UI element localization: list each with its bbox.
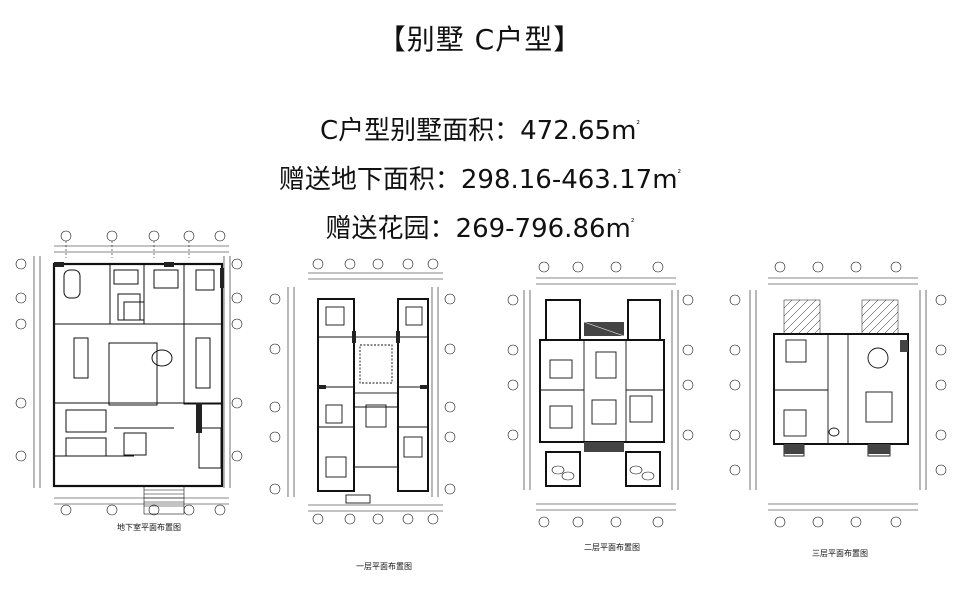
first-floor-plan-caption: 一层平面布置图 bbox=[356, 562, 412, 571]
third-floor-plan-drawing bbox=[729, 261, 947, 528]
basement-plan-drawing bbox=[15, 230, 243, 516]
spec-villa-area: C户型别墅面积：472.65m² bbox=[319, 116, 641, 146]
basement-floor-plan: 地下室平面布置图 bbox=[14, 228, 244, 532]
area-specs: C户型别墅面积：472.65m² 赠送地下面积：298.16-463.17m² … bbox=[0, 104, 960, 251]
page-title: 【别墅 C户型】 bbox=[377, 23, 583, 56]
basement-plan-caption: 地下室平面布置图 bbox=[117, 523, 181, 532]
third-floor-plan: 三层平面布置图 bbox=[728, 260, 948, 558]
first-floor-plan: 一层平面布置图 bbox=[268, 257, 458, 571]
second-floor-plan: 二层平面布置图 bbox=[506, 260, 696, 552]
third-floor-plan-caption: 三层平面布置图 bbox=[812, 549, 868, 558]
second-floor-plan-caption: 二层平面布置图 bbox=[584, 543, 640, 552]
spec-basement-area: 赠送地下面积：298.16-463.17m² bbox=[278, 165, 682, 195]
first-floor-plan-drawing bbox=[269, 258, 456, 525]
second-floor-plan-drawing bbox=[507, 261, 694, 528]
spec-garden-area: 赠送花园：269-796.86m² bbox=[325, 214, 635, 244]
